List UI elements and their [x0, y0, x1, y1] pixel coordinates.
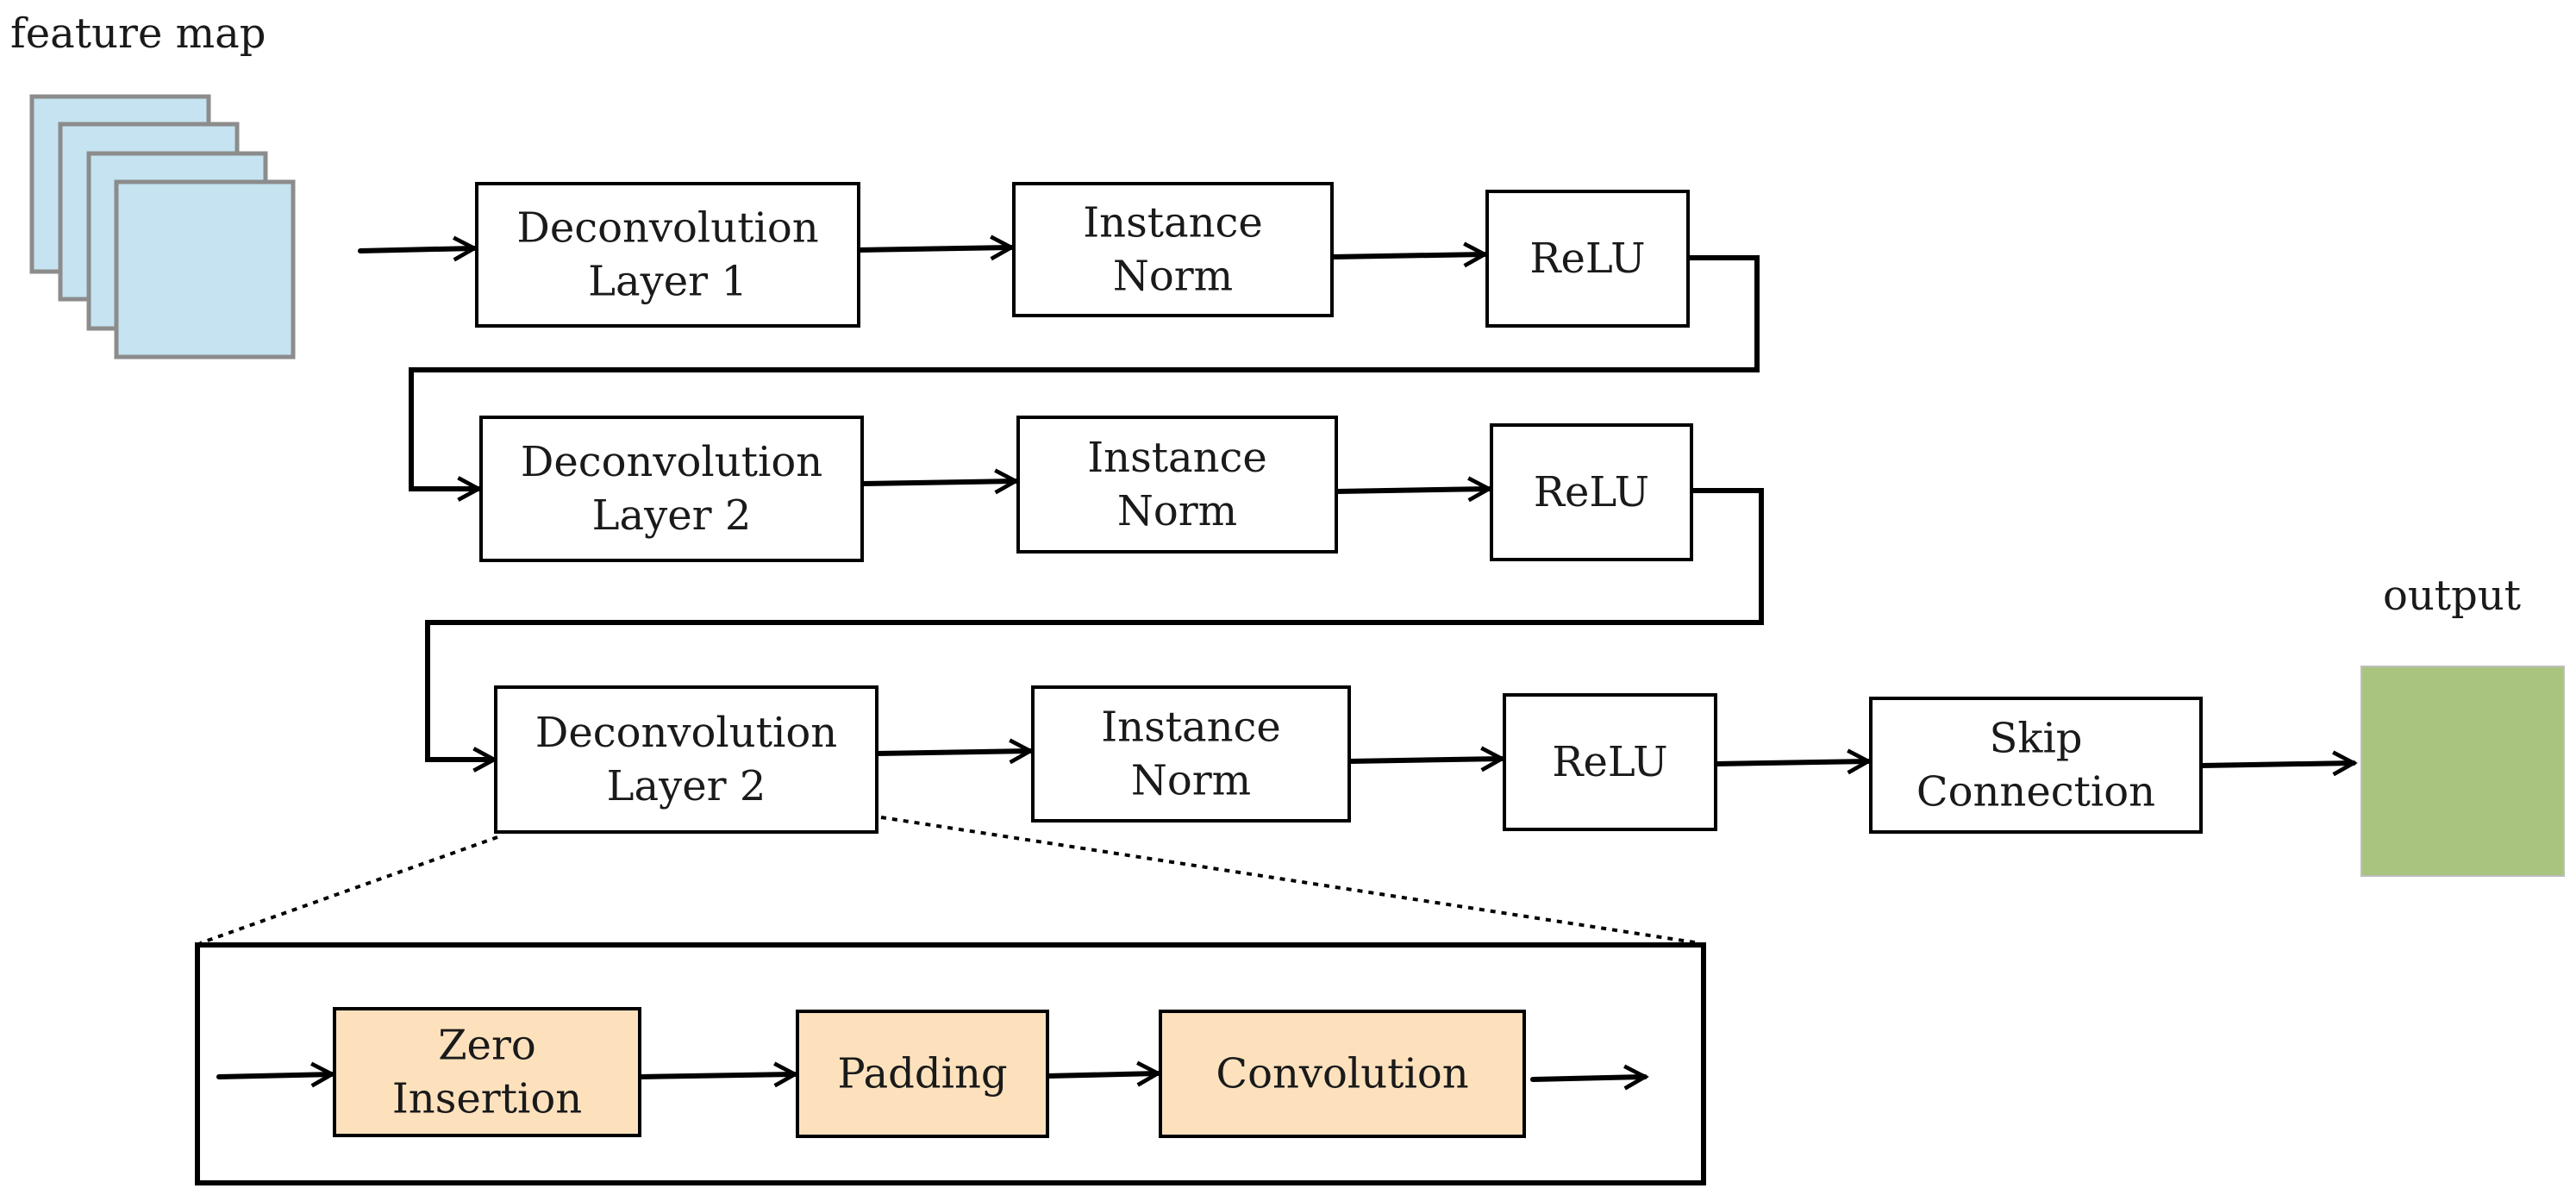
block-label-line: Instance	[1101, 704, 1281, 752]
block-frame	[333, 1007, 641, 1137]
block-frame	[475, 182, 860, 328]
output-label: output	[2383, 572, 2521, 620]
block-label-line: Layer 1	[588, 258, 747, 306]
block-frame	[1485, 190, 1690, 328]
arrow-detail-in	[216, 1074, 332, 1077]
block-frame	[1159, 1010, 1526, 1138]
block-frame	[1490, 423, 1693, 561]
detail-panel	[195, 942, 1706, 1185]
block-frame	[1031, 685, 1351, 823]
block-frame	[1503, 693, 1717, 831]
padding-block: Padding	[796, 1010, 1049, 1138]
connector-row1-to-row2	[409, 255, 1760, 489]
block-label-line: Padding	[837, 1050, 1007, 1098]
block-label-line: Instance	[1087, 434, 1267, 482]
relu-block-2: ReLU	[1490, 423, 1693, 561]
zoom-line-left	[199, 835, 498, 945]
block-label-line: Layer 2	[607, 762, 766, 810]
block-label-line: ReLU	[1552, 738, 1667, 786]
block-label-line: Deconvolution	[521, 438, 822, 486]
block-label-line: Zero	[438, 1022, 536, 1070]
output-block	[2360, 666, 2565, 877]
arrow-input-to-deconv1	[358, 248, 474, 251]
block-label-line: Insertion	[392, 1075, 582, 1123]
arrow-detail-out	[1530, 1077, 1645, 1079]
block-label-line: ReLU	[1534, 468, 1649, 516]
block-label-line: Layer 2	[592, 491, 752, 540]
block-label-line: Instance	[1083, 199, 1263, 247]
block-label-line: Deconvolution	[516, 204, 818, 253]
block-frame	[1012, 182, 1334, 317]
block-frame	[494, 685, 878, 834]
arrow-deconv3-to-norm3	[874, 751, 1030, 754]
block-frame	[479, 416, 864, 562]
block-label-line: Connection	[1916, 768, 2155, 816]
block-label-line: Norm	[1113, 253, 1233, 301]
arrow-norm2-to-relu2	[1334, 489, 1489, 491]
block-frame	[1016, 416, 1338, 554]
block-label-line: Norm	[1117, 487, 1237, 535]
block-label-line: Skip	[1989, 715, 2082, 763]
block-label-line: Deconvolution	[535, 709, 837, 757]
arrow-norm3-to-relu3	[1347, 759, 1502, 761]
convolution-block: Convolution	[1159, 1010, 1526, 1138]
relu-block-1: ReLU	[1485, 190, 1690, 328]
block-frame	[1869, 697, 2203, 834]
block-label-line: Convolution	[1216, 1050, 1468, 1098]
connector-row2-to-row3	[425, 488, 1764, 760]
arrow-norm1-to-relu1	[1329, 254, 1485, 257]
feature-map-label: feature map	[10, 9, 266, 58]
zoom-line-right	[880, 816, 1701, 945]
arrow-relu3-to-skip	[1713, 761, 1868, 764]
relu-block-3: ReLU	[1503, 693, 1717, 831]
block-frame	[796, 1010, 1049, 1138]
block-label-line: Norm	[1131, 757, 1251, 805]
arrow-zero-to-padding	[637, 1074, 795, 1077]
arrow-deconv1-to-norm1	[856, 247, 1011, 250]
connections	[199, 247, 2354, 1079]
arrow-padding-to-conv	[1045, 1073, 1158, 1076]
arrow-skip-to-output	[2198, 763, 2354, 766]
feature-map-stack	[29, 94, 296, 360]
block-label-line: ReLU	[1529, 235, 1645, 283]
arrow-deconv2-to-norm2	[860, 481, 1016, 484]
feature-map-sheet	[114, 179, 296, 360]
